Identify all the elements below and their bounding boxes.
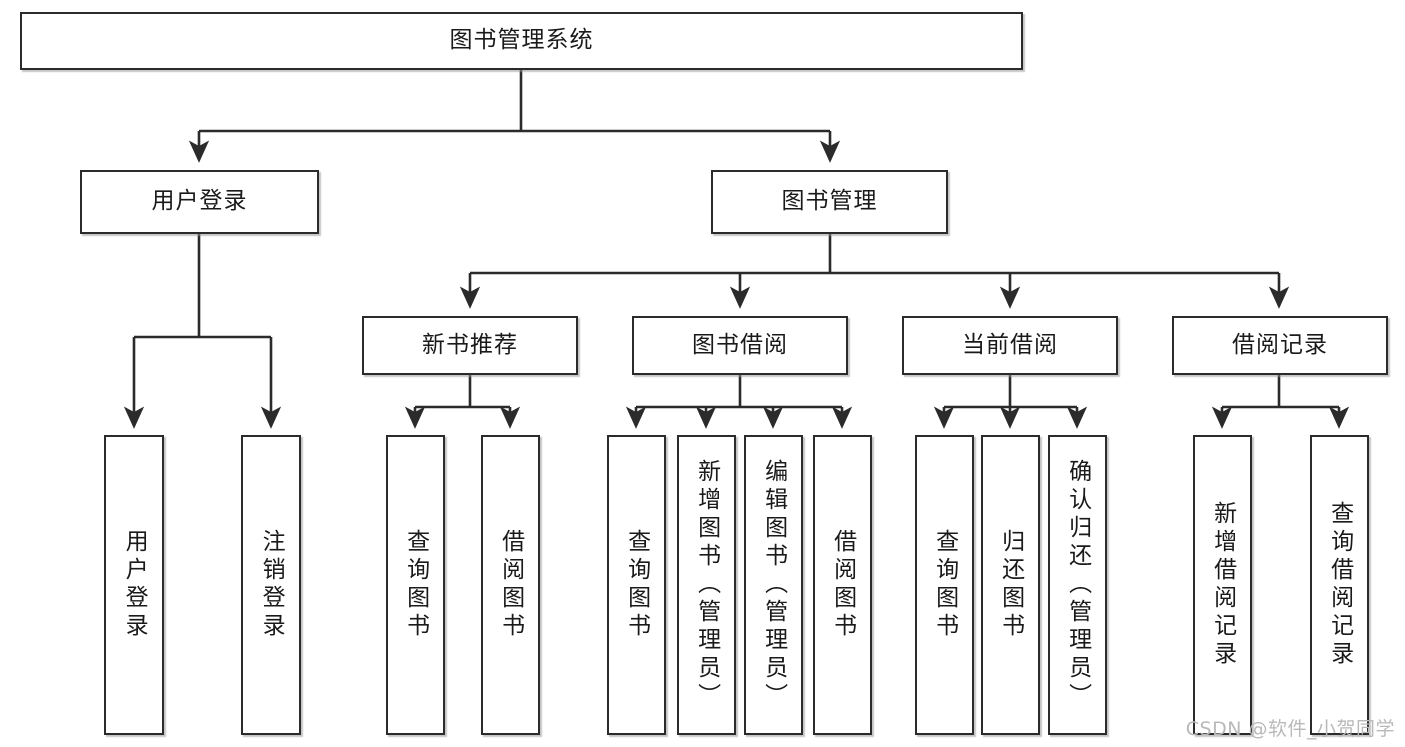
node-leaf-query-book-recommend[interactable]: 查询图书	[386, 435, 445, 735]
node-leaf-query-borrow-record[interactable]: 查询借阅记录	[1310, 435, 1369, 735]
node-label: 归还图书	[997, 529, 1024, 641]
node-label: 借阅图书	[497, 529, 524, 641]
node-label: 用户登录	[121, 529, 148, 641]
node-label: 编辑图书（管理员）	[760, 459, 787, 711]
node-leaf-borrow-book[interactable]: 借阅图书	[813, 435, 872, 735]
node-leaf-query-book-borrow[interactable]: 查询图书	[607, 435, 666, 735]
node-label: 图书借阅	[692, 331, 788, 358]
node-label: 图书管理系统	[449, 27, 594, 54]
node-label: 图书管理	[781, 188, 878, 215]
node-label: 注销登录	[258, 529, 285, 641]
node-label: 查询图书	[623, 529, 650, 641]
node-user-login[interactable]: 用户登录	[80, 170, 319, 234]
node-leaf-user-login[interactable]: 用户登录	[104, 435, 164, 735]
node-leaf-borrow-book-recommend[interactable]: 借阅图书	[481, 435, 540, 735]
node-leaf-edit-book-admin[interactable]: 编辑图书（管理员）	[744, 435, 803, 735]
node-leaf-confirm-return-admin[interactable]: 确认归还（管理员）	[1048, 435, 1107, 735]
node-label: 新书推荐	[422, 331, 518, 358]
csdn-watermark: CSDN @软件_小贺同学	[1185, 718, 1395, 740]
node-label: 用户登录	[151, 188, 248, 215]
node-leaf-logout[interactable]: 注销登录	[241, 435, 301, 735]
node-label: 新增图书（管理员）	[693, 459, 720, 711]
node-leaf-return-book[interactable]: 归还图书	[981, 435, 1040, 735]
node-borrow-record[interactable]: 借阅记录	[1172, 316, 1388, 375]
node-label: 查询借阅记录	[1326, 501, 1353, 669]
node-leaf-query-book-current[interactable]: 查询图书	[915, 435, 974, 735]
node-root-book-management-system[interactable]: 图书管理系统	[20, 12, 1023, 70]
node-new-book-recommend[interactable]: 新书推荐	[362, 316, 578, 375]
node-label: 查询图书	[402, 529, 429, 641]
node-current-borrow[interactable]: 当前借阅	[902, 316, 1118, 375]
node-leaf-add-borrow-record[interactable]: 新增借阅记录	[1193, 435, 1252, 735]
node-leaf-add-book-admin[interactable]: 新增图书（管理员）	[677, 435, 736, 735]
node-label: 借阅记录	[1232, 331, 1328, 358]
node-label: 新增借阅记录	[1209, 501, 1236, 669]
node-label: 查询图书	[931, 529, 958, 641]
node-book-management[interactable]: 图书管理	[711, 170, 948, 234]
node-label: 当前借阅	[962, 331, 1058, 358]
node-label: 借阅图书	[829, 529, 856, 641]
node-book-borrow[interactable]: 图书借阅	[632, 316, 848, 375]
node-label: 确认归还（管理员）	[1064, 459, 1091, 711]
